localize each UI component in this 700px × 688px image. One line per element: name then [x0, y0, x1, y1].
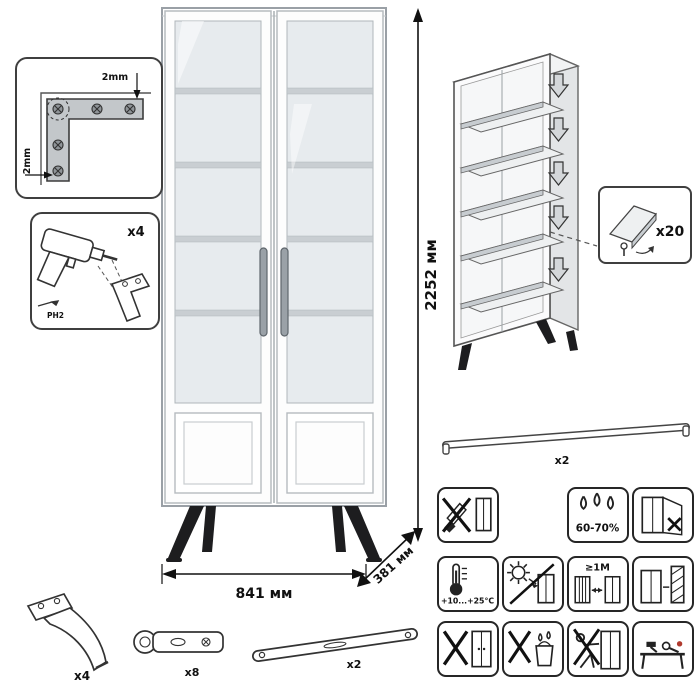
sun-icon	[507, 561, 530, 585]
hinge-arm-icon	[152, 631, 224, 653]
bit-label: PH2	[47, 311, 64, 320]
corner-bracket-detail: 2mm 2mm	[15, 57, 163, 199]
leg-part-icon	[110, 273, 151, 323]
height-dimension: 2252 мм	[404, 4, 450, 546]
arrowhead-right-icon	[352, 569, 366, 579]
exploded-cabinet-legs	[458, 319, 578, 370]
arrowhead-sw-icon	[357, 573, 371, 587]
exploded-shelves	[459, 101, 565, 313]
strap-illustration: x2	[242, 616, 434, 674]
shelf-pin-qty-label: x20	[656, 224, 685, 240]
handle-illustration: x2	[436, 414, 696, 470]
icon-no-cutter	[437, 487, 499, 543]
shelves	[174, 87, 374, 317]
door-bottom-panels	[174, 412, 374, 494]
strap-qty-label: x2	[347, 658, 362, 671]
icon-no-wet-cleaning	[502, 621, 564, 677]
icon-humidity: 60-70%	[567, 487, 629, 543]
hatched-wall-icon	[670, 565, 685, 604]
leg-mounting-plate-icon	[26, 592, 74, 622]
handle-qty-label: x2	[555, 454, 570, 467]
right-handle-icon	[280, 247, 289, 337]
width-dimension: 841 мм	[158, 562, 370, 604]
water-drops-icon	[579, 492, 614, 510]
arrowhead-up-icon	[413, 8, 423, 22]
drill-detail: x4 PH2	[30, 212, 160, 330]
tools-icon	[646, 641, 683, 654]
ph2-bit-icon	[37, 300, 60, 307]
bucket-icon	[535, 645, 554, 667]
height-dimension-label: 2252 мм	[422, 239, 440, 311]
arrowhead-down-icon	[413, 528, 423, 542]
temperature-label: +10...+25°C	[441, 597, 494, 606]
main-cabinet-illustration	[152, 4, 396, 570]
leg-illustration: x4	[14, 584, 132, 686]
icon-no-lean	[437, 621, 499, 677]
arrowhead-ne-icon	[401, 531, 415, 545]
hinge-qty-label: x8	[185, 666, 200, 679]
depth-dimension: 381 мм	[348, 522, 430, 596]
leg-qty-label: x4	[74, 669, 90, 683]
shelf-down-arrows	[547, 73, 570, 282]
icon-no-tilt-door	[632, 487, 694, 543]
shelf-pin-icon	[620, 242, 628, 250]
leg-body-icon	[42, 607, 107, 672]
cabinet-legs	[166, 506, 382, 562]
shelf-pin-callout: x20	[598, 186, 692, 264]
right-glass-pane	[286, 20, 374, 404]
icon-heat-distance: ≥1M	[567, 556, 629, 612]
icon-no-dragging	[567, 621, 629, 677]
distance-label: ≥1M	[585, 563, 610, 574]
icon-no-sunlight	[502, 556, 564, 612]
left-handle-icon	[259, 247, 268, 337]
left-glass-pane	[174, 20, 262, 404]
bracket-screws	[52, 103, 136, 177]
exploded-cabinet-illustration	[438, 36, 598, 382]
corner-top-offset-label: 2mm	[102, 72, 129, 83]
icon-temperature: +10...+25°C	[437, 556, 499, 612]
humidity-label: 60-70%	[576, 523, 620, 535]
hinge-illustration: x8	[126, 612, 234, 684]
depth-dimension-label: 381 мм	[370, 543, 416, 586]
icon-assembly-surface	[632, 621, 694, 677]
legs-qty-label: x4	[127, 225, 144, 240]
corner-side-offset-label: 2mm	[22, 148, 33, 175]
dashed-focus-circle	[46, 97, 70, 121]
width-dimension-label: 841 мм	[236, 586, 293, 602]
drill-icon	[36, 228, 118, 288]
icon-wall-gap	[632, 556, 694, 612]
arrowhead-left-icon	[162, 569, 176, 579]
